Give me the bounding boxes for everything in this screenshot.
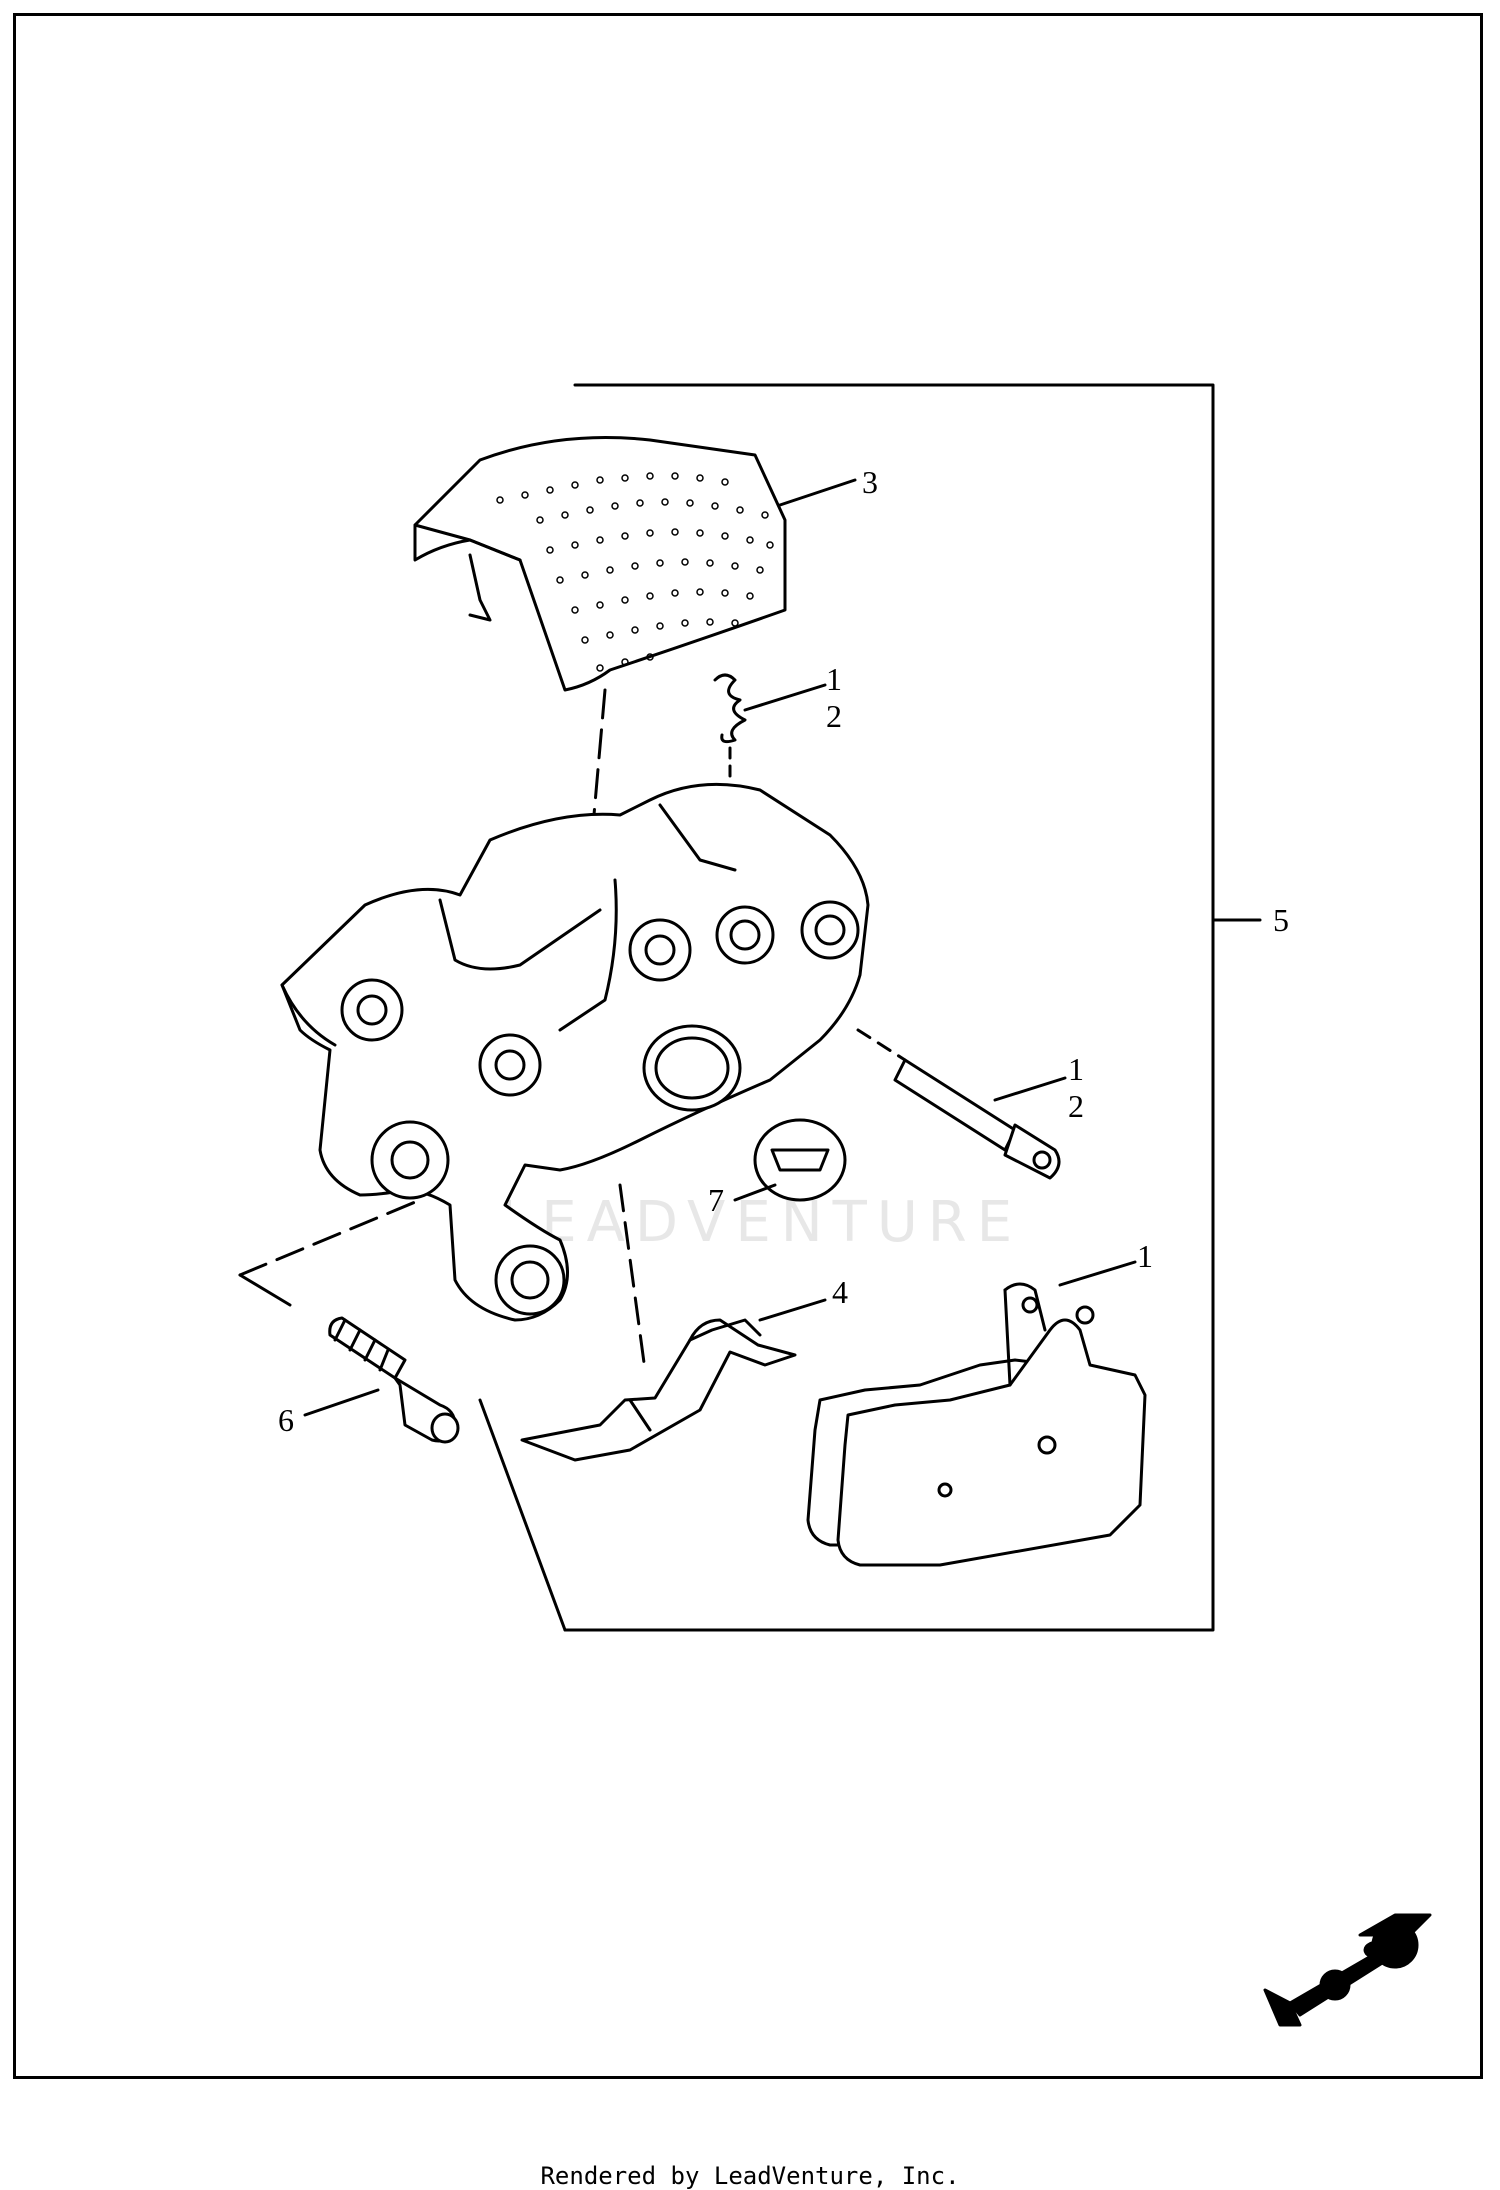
watermark-text: LEADVENTURE <box>500 1190 1023 1255</box>
leader-1b <box>993 1076 1067 1102</box>
callout-1-clip: 1 <box>826 661 842 697</box>
caliper-body-part <box>280 782 870 1322</box>
callout-5: 5 <box>1273 902 1289 938</box>
brake-pads-part <box>806 1282 1147 1567</box>
callout-6: 6 <box>278 1402 294 1438</box>
callout-4: 4 <box>832 1274 848 1310</box>
pad-pin-part <box>856 1028 1061 1180</box>
assembly-bracket <box>563 383 1215 1632</box>
pad-clip-part <box>520 1318 797 1462</box>
shield-perforations <box>496 472 774 672</box>
bolt-dash-line-2 <box>238 1273 292 1307</box>
medallion-part <box>753 1118 847 1202</box>
leader-1a <box>743 683 827 712</box>
callout-1-pin: 1 <box>1068 1051 1084 1087</box>
callout-2-clip: 2 <box>826 698 842 734</box>
clip4-dash-line <box>618 1183 647 1372</box>
diagram-frame <box>13 13 1483 2079</box>
callout-2-pin: 2 <box>1068 1088 1084 1124</box>
spring-clip-part <box>713 673 747 744</box>
callout-3: 3 <box>862 464 878 500</box>
leader-3 <box>778 478 857 507</box>
heat-shield-part <box>413 436 787 692</box>
leader-4 <box>758 1298 827 1322</box>
mounting-bolt-part <box>328 1316 460 1444</box>
bolt-dash-line <box>238 1198 422 1277</box>
leader-1c <box>1058 1260 1137 1287</box>
motorcycle-direction-arrow-icon <box>1263 1913 1432 2027</box>
leader-7 <box>733 1183 777 1202</box>
footer-credit: Rendered by LeadVenture, Inc. <box>540 2162 960 2190</box>
bracket-diagonal <box>478 1398 567 1632</box>
callout-7: 7 <box>708 1182 724 1218</box>
callout-1-pads: 1 <box>1137 1238 1153 1274</box>
leader-6 <box>303 1388 380 1417</box>
